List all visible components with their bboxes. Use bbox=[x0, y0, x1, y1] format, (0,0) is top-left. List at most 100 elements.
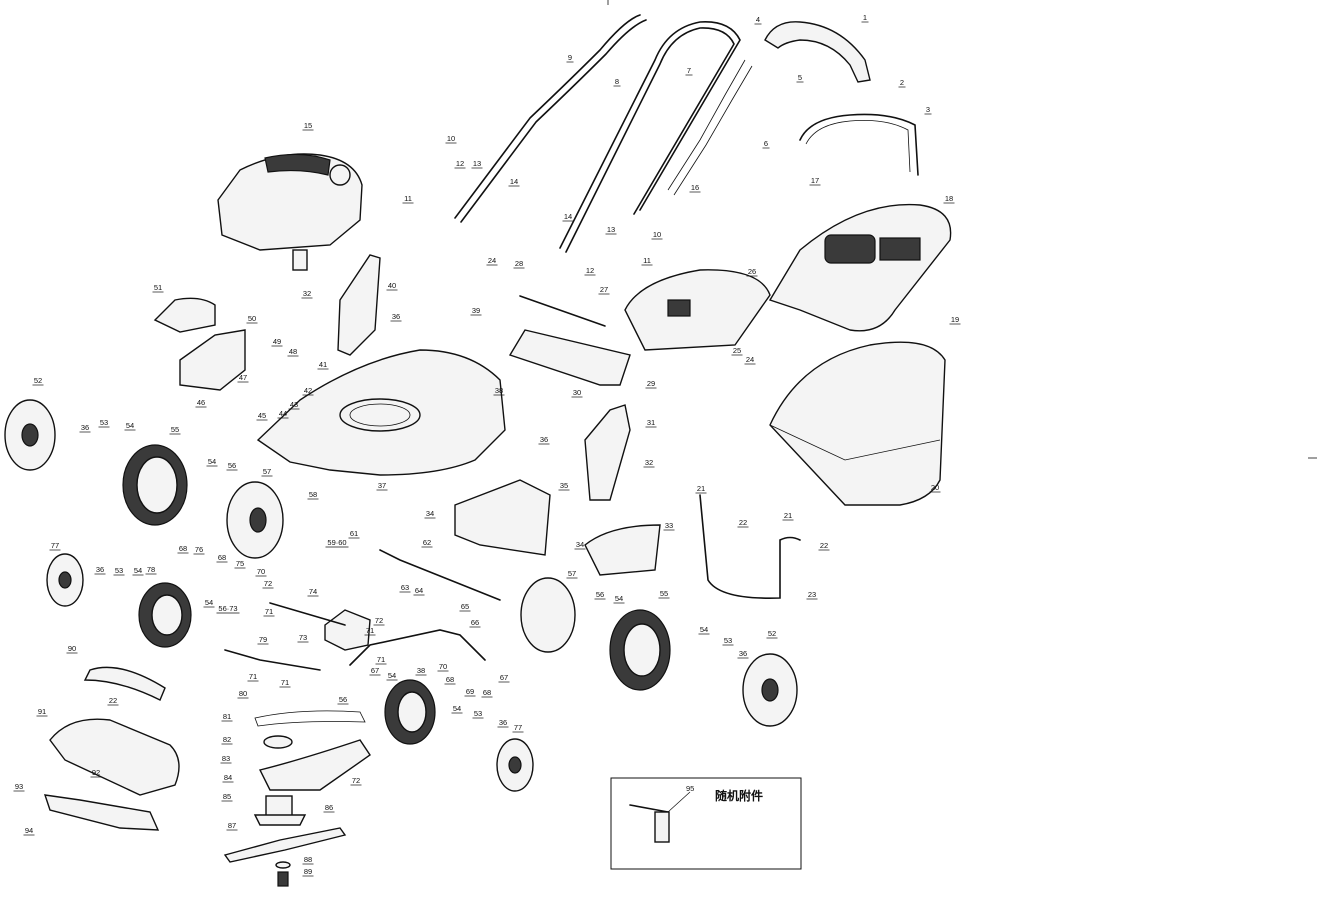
part-number: 17 bbox=[811, 176, 819, 185]
part-callout: 3 bbox=[924, 105, 932, 115]
part-callout: 85 bbox=[221, 792, 233, 802]
part-callout: 27 bbox=[598, 285, 610, 295]
wheel-front-left bbox=[138, 582, 192, 648]
part-callout: 36 bbox=[538, 435, 550, 445]
part-number: 71 bbox=[249, 672, 257, 681]
part-callout: 88 bbox=[302, 855, 314, 865]
part-callout: 18 bbox=[943, 194, 955, 204]
part-number: 56 bbox=[339, 695, 347, 704]
part-callout: 48 bbox=[287, 347, 299, 357]
part-callout: 78 bbox=[145, 565, 157, 575]
part-number: 76 bbox=[195, 545, 203, 554]
part-number: 10 bbox=[447, 134, 455, 143]
part-number: 72 bbox=[375, 616, 383, 625]
part-callout: 46 bbox=[195, 398, 207, 408]
rear-flap-hinge bbox=[508, 329, 631, 386]
part-number: 56·73 bbox=[218, 604, 237, 613]
part-number: 27 bbox=[600, 285, 608, 294]
part-callout: 1 bbox=[861, 13, 869, 23]
part-number: 86 bbox=[325, 803, 333, 812]
wheel-front-right bbox=[384, 679, 436, 745]
part-callout: 44 bbox=[277, 409, 289, 419]
part-callout: 54 bbox=[203, 598, 215, 608]
part-number: 66 bbox=[471, 618, 479, 627]
part-callout: 71 bbox=[375, 655, 387, 665]
part-number: 79 bbox=[259, 635, 267, 644]
part-number: 26 bbox=[748, 267, 756, 276]
blade-boss bbox=[253, 795, 307, 826]
part-callout: 68 bbox=[481, 688, 493, 698]
part-number: 84 bbox=[224, 773, 232, 782]
part-callout: 66 bbox=[469, 618, 481, 628]
part-number: 67 bbox=[500, 673, 508, 682]
bumper-bar bbox=[43, 794, 160, 831]
part-callout: 19 bbox=[949, 315, 961, 325]
part-number: 36 bbox=[540, 435, 548, 444]
part-callout: 72 bbox=[373, 616, 385, 626]
part-callout: 56 bbox=[594, 590, 606, 600]
part-number: 11 bbox=[404, 194, 412, 203]
rear-bracket bbox=[337, 254, 381, 356]
part-callout: 43 bbox=[288, 400, 300, 410]
part-number: 54 bbox=[388, 671, 396, 680]
part-callout: 61 bbox=[348, 529, 360, 539]
part-number: 68 bbox=[218, 553, 226, 562]
part-callout: 57 bbox=[261, 467, 273, 477]
part-number: 12 bbox=[456, 159, 464, 168]
part-number: 57 bbox=[568, 569, 576, 578]
part-number: 74 bbox=[309, 587, 317, 596]
part-number: 59·60 bbox=[327, 538, 346, 547]
spark-plug-wrench-icon bbox=[629, 791, 691, 843]
part-number: 20 bbox=[931, 483, 939, 492]
part-callout: 58 bbox=[307, 490, 319, 500]
part-callout: 64 bbox=[413, 586, 425, 596]
part-callout: 11 bbox=[402, 194, 414, 204]
part-number: 37 bbox=[378, 481, 386, 490]
wheel-rear-right bbox=[609, 609, 671, 691]
part-number: 36 bbox=[739, 649, 747, 658]
wheel-hubcap-front-left bbox=[46, 553, 84, 607]
part-callout: 54 bbox=[613, 594, 625, 604]
accessory-box: 随机附件 95 bbox=[610, 777, 802, 870]
part-number: 71 bbox=[281, 678, 289, 687]
wheel-cover-disc-left bbox=[226, 481, 284, 559]
part-number: 75 bbox=[236, 559, 244, 568]
part-number: 56 bbox=[228, 461, 236, 470]
part-number: 25 bbox=[733, 346, 741, 355]
part-number: 36 bbox=[96, 565, 104, 574]
part-callout: 84 bbox=[222, 773, 234, 783]
part-callout: 91 bbox=[36, 707, 48, 717]
part-number: 91 bbox=[38, 707, 46, 716]
part-callout: 50 bbox=[246, 314, 258, 324]
part-number: 69 bbox=[466, 687, 474, 696]
part-number: 28 bbox=[515, 259, 523, 268]
part-number: 58 bbox=[309, 490, 317, 499]
part-number: 54 bbox=[205, 598, 213, 607]
part-number: 44 bbox=[279, 409, 287, 418]
part-callout: 70 bbox=[437, 662, 449, 672]
part-number: 24 bbox=[746, 355, 754, 364]
part-callout: 5 bbox=[796, 73, 804, 83]
part-number: 13 bbox=[473, 159, 481, 168]
part-callout: 7 bbox=[685, 66, 693, 76]
part-callout: 56 bbox=[337, 695, 349, 705]
part-callout: 2 bbox=[898, 78, 906, 88]
part-callout: 8 bbox=[613, 77, 621, 87]
part-number: 89 bbox=[304, 867, 312, 876]
part-callout: 69 bbox=[464, 687, 476, 697]
part-number: 53 bbox=[474, 709, 482, 718]
part-callout: 94 bbox=[23, 826, 35, 836]
part-number: 16 bbox=[691, 183, 699, 192]
part-number: 55 bbox=[171, 425, 179, 434]
front-cover bbox=[153, 297, 216, 333]
part-number: 52 bbox=[768, 629, 776, 638]
part-number: 51 bbox=[154, 283, 162, 292]
accessory-part-number: 95 bbox=[686, 784, 694, 793]
part-callout: 34 bbox=[424, 509, 436, 519]
part-callout: 56 bbox=[226, 461, 238, 471]
baffle bbox=[83, 666, 166, 701]
part-number: 45 bbox=[258, 411, 266, 420]
part-callout: 93 bbox=[13, 782, 25, 792]
wheel-rear-left bbox=[122, 444, 188, 526]
